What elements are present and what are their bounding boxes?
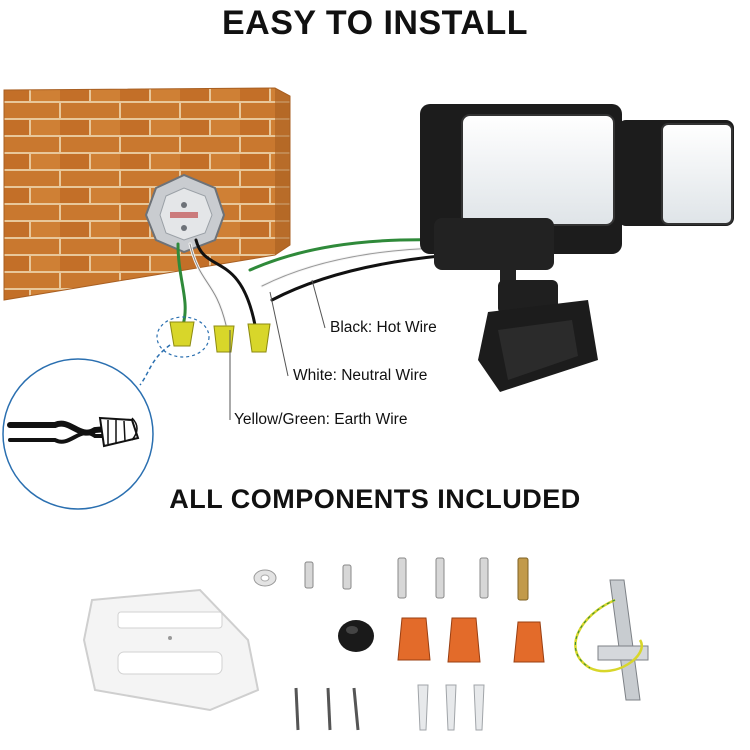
flood-light-fixture-icon [420, 104, 734, 298]
motion-sensor-icon [478, 280, 598, 392]
wire-connector-icon [397, 617, 545, 663]
callout-line [139, 344, 171, 386]
label-earth-wire: Yellow/Green: Earth Wire [231, 410, 411, 430]
title: EASY TO INSTALL [222, 4, 528, 42]
washer-icon [253, 569, 277, 587]
subtitle: ALL COMPONENTS INCLUDED [169, 484, 581, 514]
label-white-neutral-wire: White: Neutral Wire [290, 366, 431, 386]
junction-box-icon [144, 173, 226, 254]
wire-nut-icon [169, 321, 271, 353]
rubber-plug-icon [338, 620, 374, 652]
wood-screw-icon [294, 687, 360, 731]
mounting-bracket-icon [574, 579, 649, 701]
anchor-icon [417, 684, 485, 731]
label-leaders [229, 279, 326, 420]
wire-twist-inset-icon [2, 358, 154, 510]
brass-bolt-icon [517, 557, 529, 601]
screw-icon [304, 557, 489, 599]
mounting-plate-icon [82, 588, 260, 712]
brick-wall-icon [3, 87, 291, 301]
label-black-hot-wire: Black: Hot Wire [327, 318, 440, 338]
wires [176, 238, 442, 327]
